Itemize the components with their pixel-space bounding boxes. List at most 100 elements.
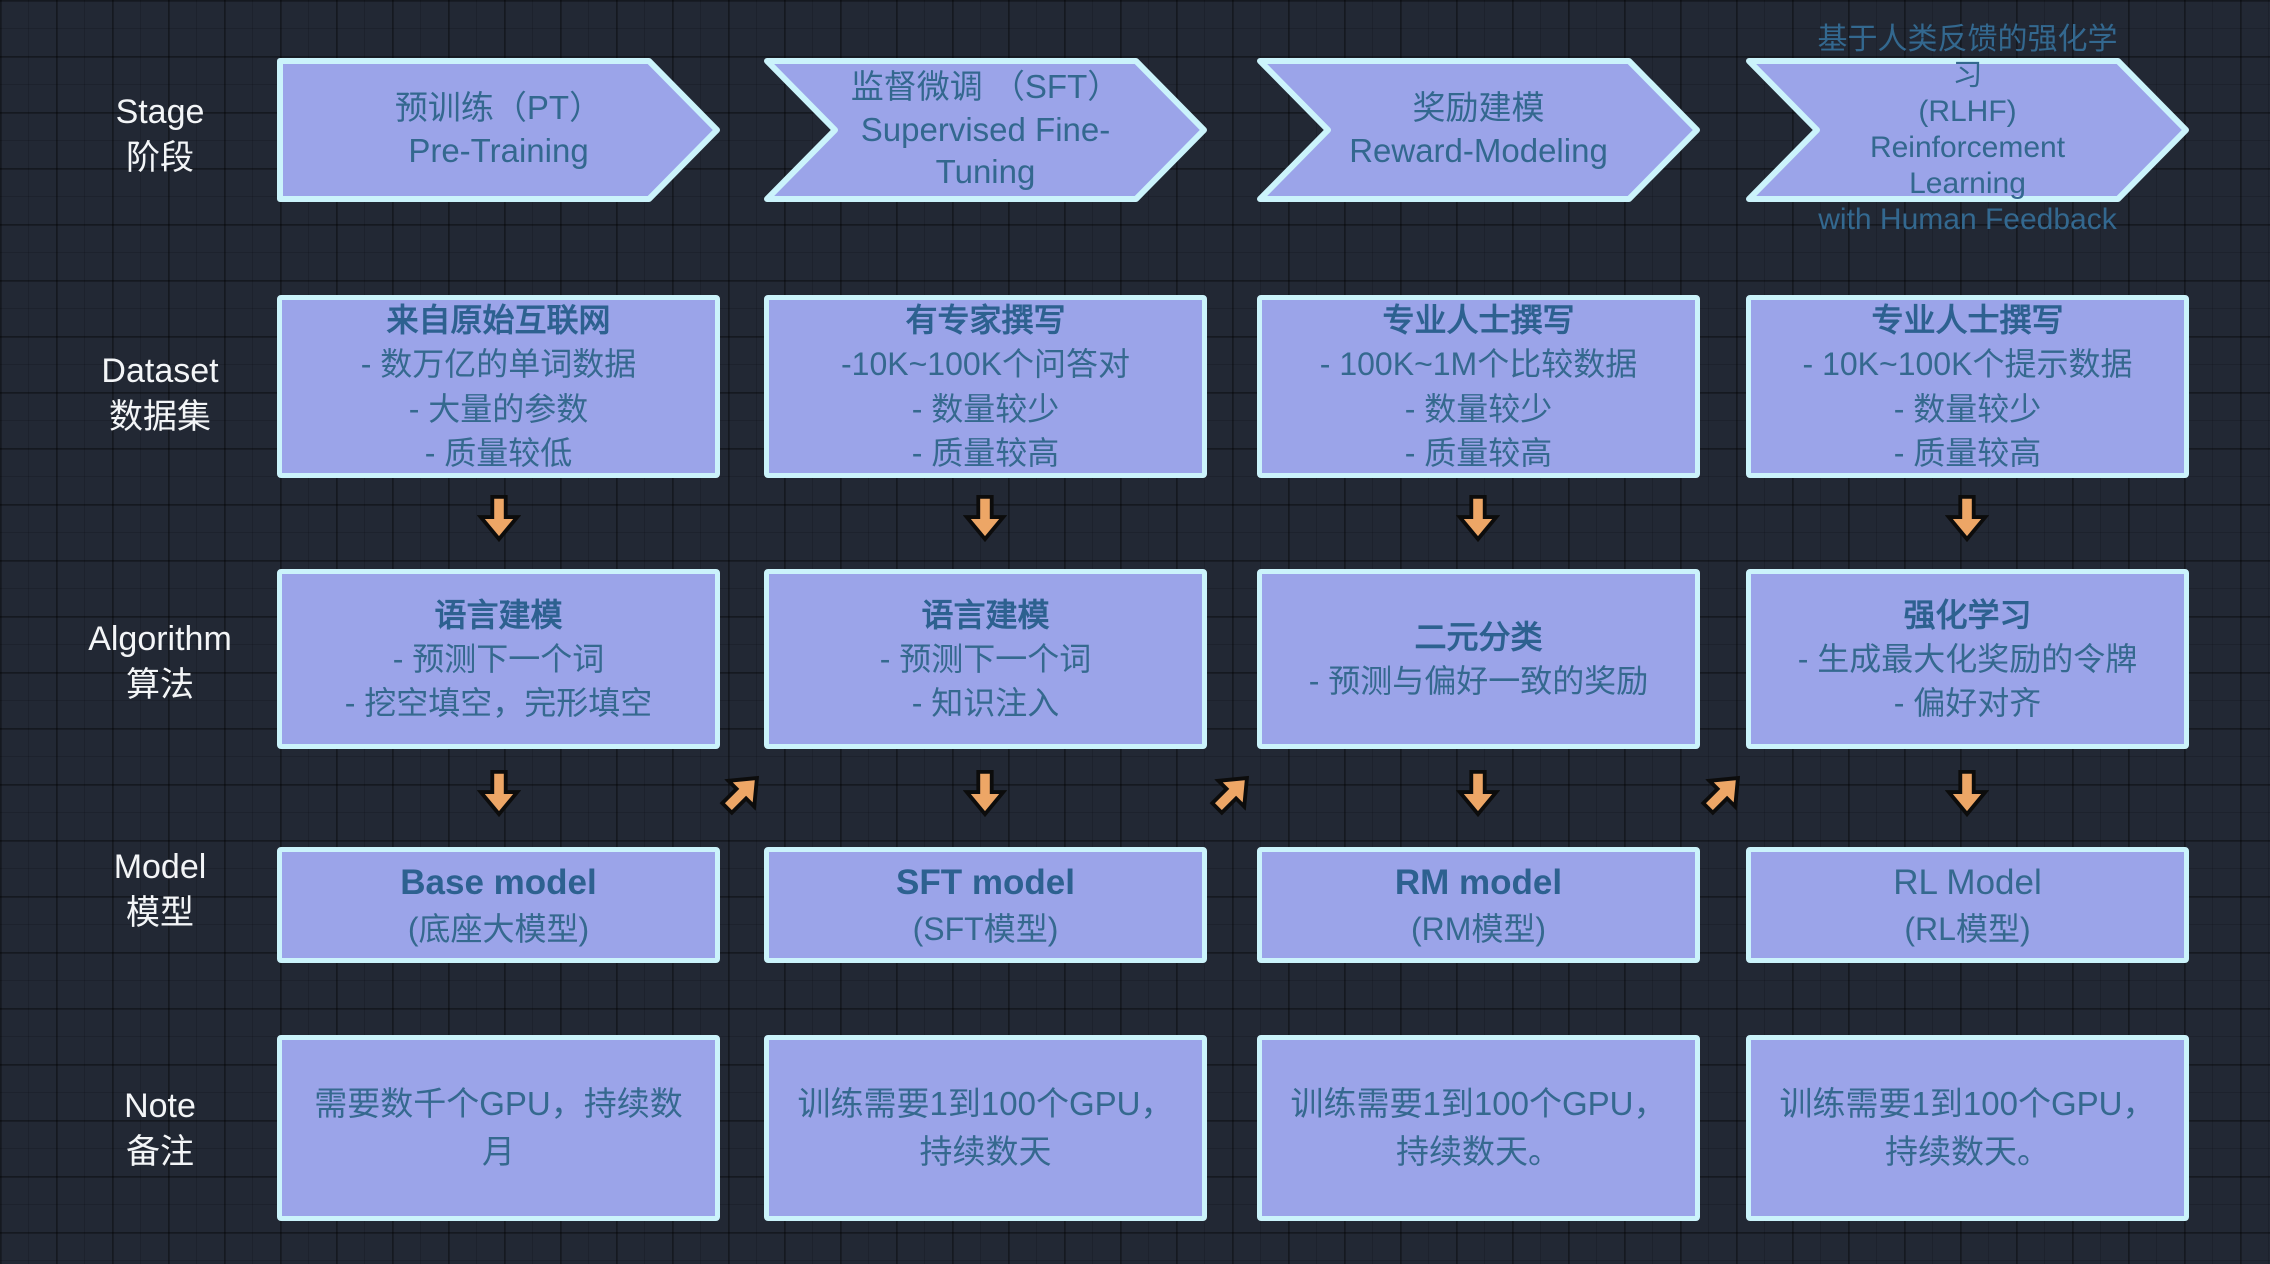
- row-label-stage: Stage 阶段: [20, 90, 300, 182]
- pentagon-arrow-shape: [277, 58, 720, 202]
- note-text: 需要数千个GPU，持续数月: [314, 1085, 683, 1170]
- stage-text-reward-modeling: 奖励建模 Reward-Modeling: [1257, 58, 1700, 202]
- note-box-pretraining: 需要数千个GPU，持续数月: [277, 1035, 720, 1221]
- note-text: 训练需要1到100个GPU，持续数天。: [1779, 1085, 2156, 1170]
- note-box-sft: 训练需要1到100个GPU，持续数天: [764, 1035, 1207, 1221]
- algorithm-item: - 预测下一个词: [392, 640, 605, 677]
- stage-text-pretraining: 预训练（PT） Pre-Training: [277, 58, 720, 202]
- stage-arrow-rlhf: 基于人类反馈的强化学习 (RLHF) Reinforcement Learnin…: [1746, 23, 2189, 236]
- stage-arrow-pretraining: 预训练（PT） Pre-Training: [277, 58, 720, 202]
- note-box-rlhf: 训练需要1到100个GPU，持续数天。: [1746, 1035, 2189, 1221]
- model-box-rl: RL Model (RL模型): [1746, 847, 2189, 963]
- stage-arrow-sft: 监督微调 （SFT） Supervised Fine-Tuning: [764, 58, 1207, 202]
- row-label-algorithm-zh: 算法: [126, 665, 194, 704]
- dataset-item: - 质量较高: [911, 434, 1060, 471]
- down-arrow-icon: [1945, 494, 1989, 542]
- note-text: 训练需要1到100个GPU，持续数天。: [1290, 1085, 1667, 1170]
- model-box-rm: RM model (RM模型): [1257, 847, 1700, 963]
- stage-text-sft: 监督微调 （SFT） Supervised Fine-Tuning: [764, 58, 1207, 202]
- dataset-item: -10K~100K个问答对: [840, 346, 1131, 383]
- row-label-model: Model 模型: [20, 845, 300, 937]
- down-arrow-icon: [1456, 769, 1500, 817]
- stage-line: (RLHF): [1918, 95, 2017, 128]
- model-alias: (底座大模型): [407, 911, 590, 948]
- dataset-item: - 数万亿的单词数据: [360, 346, 637, 383]
- row-label-dataset-en: Dataset: [101, 352, 219, 390]
- dataset-box-rlhf: 专业人士撰写 - 10K~100K个提示数据 - 数量较少 - 质量较高: [1746, 295, 2189, 478]
- row-label-stage-en: Stage: [115, 93, 205, 131]
- row-label-model-zh: 模型: [126, 893, 194, 932]
- row-label-algorithm-en: Algorithm: [88, 620, 232, 658]
- dataset-item: - 质量较高: [1893, 434, 2042, 471]
- dataset-box-reward-modeling: 专业人士撰写 - 100K~1M个比较数据 - 数量较少 - 质量较高: [1257, 295, 1700, 478]
- chevron-arrow-shape: [1257, 58, 1700, 202]
- down-arrow-icon: [963, 769, 1007, 817]
- model-box-sft: SFT model (SFT模型): [764, 847, 1207, 963]
- stage-line: Supervised Fine-Tuning: [860, 110, 1111, 191]
- dataset-item: - 质量较低: [424, 434, 573, 471]
- algorithm-title: 二元分类: [1414, 618, 1543, 655]
- up-right-arrow-icon: [1690, 760, 1755, 825]
- stage-line: 奖励建模: [1412, 89, 1545, 127]
- algorithm-item: - 预测与偏好一致的奖励: [1308, 663, 1649, 699]
- note-text: 训练需要1到100个GPU，持续数天: [797, 1085, 1174, 1170]
- stage-line: Reward-Modeling: [1349, 132, 1608, 169]
- down-arrow-icon: [1456, 494, 1500, 542]
- model-name: SFT model: [896, 862, 1075, 902]
- algorithm-box-sft: 语言建模 - 预测下一个词 - 知识注入: [764, 569, 1207, 749]
- dataset-box-sft: 有专家撰写 -10K~100K个问答对 - 数量较少 - 质量较高: [764, 295, 1207, 478]
- down-arrow-icon: [1945, 769, 1989, 817]
- stage-line: 监督微调 （SFT）: [850, 67, 1121, 105]
- row-label-note-en: Note: [124, 1087, 196, 1125]
- chevron-arrow-shape: [1746, 58, 2189, 202]
- algorithm-title: 强化学习: [1903, 596, 2032, 633]
- algorithm-item: - 挖空填空，完形填空: [344, 685, 653, 722]
- stage-text-rlhf: 基于人类反馈的强化学习 (RLHF) Reinforcement Learnin…: [1746, 23, 2189, 236]
- algorithm-item: - 偏好对齐: [1893, 685, 2042, 722]
- model-alias: (RL模型): [1904, 911, 2031, 948]
- stage-line: with Human Feedback: [1818, 203, 2117, 236]
- model-box-base: Base model (底座大模型): [277, 847, 720, 963]
- row-label-note-zh: 备注: [126, 1132, 194, 1171]
- algorithm-item: - 预测下一个词: [879, 640, 1092, 677]
- dataset-title: 有专家撰写: [905, 302, 1066, 339]
- note-box-reward-modeling: 训练需要1到100个GPU，持续数天。: [1257, 1035, 1700, 1221]
- algorithm-box-pretraining: 语言建模 - 预测下一个词 - 挖空填空，完形填空: [277, 569, 720, 749]
- algorithm-item: - 生成最大化奖励的令牌: [1797, 640, 2138, 677]
- row-label-note: Note 备注: [20, 1084, 300, 1176]
- model-alias: (SFT模型): [912, 911, 1059, 948]
- down-arrow-icon: [963, 494, 1007, 542]
- row-label-model-en: Model: [113, 848, 207, 886]
- algorithm-title: 语言建模: [921, 596, 1050, 633]
- dataset-box-pretraining: 来自原始互联网 - 数万亿的单词数据 - 大量的参数 - 质量较低: [277, 295, 720, 478]
- model-name: RL Model: [1893, 862, 2042, 902]
- dataset-item: - 数量较少: [911, 390, 1060, 427]
- model-alias: (RM模型): [1410, 911, 1547, 948]
- dataset-title: 专业人士撰写: [1382, 302, 1575, 339]
- stage-arrow-reward-modeling: 奖励建模 Reward-Modeling: [1257, 58, 1700, 202]
- dataset-item: - 10K~100K个提示数据: [1802, 346, 2133, 383]
- algorithm-item: - 知识注入: [911, 685, 1060, 722]
- model-name: RM model: [1394, 862, 1563, 902]
- dataset-item: - 数量较少: [1404, 390, 1553, 427]
- model-name: Base model: [400, 862, 597, 902]
- algorithm-box-rlhf: 强化学习 - 生成最大化奖励的令牌 - 偏好对齐: [1746, 569, 2189, 749]
- row-label-dataset-zh: 数据集: [109, 397, 211, 436]
- dataset-title: 来自原始互联网: [386, 302, 611, 339]
- row-label-dataset: Dataset 数据集: [20, 349, 300, 441]
- algorithm-box-reward-modeling: 二元分类 - 预测与偏好一致的奖励: [1257, 569, 1700, 749]
- up-right-arrow-icon: [1199, 760, 1264, 825]
- row-label-algorithm: Algorithm 算法: [20, 617, 300, 709]
- algorithm-title: 语言建模: [434, 596, 563, 633]
- chevron-arrow-shape: [764, 58, 1207, 202]
- down-arrow-icon: [477, 769, 521, 817]
- down-arrow-icon: [477, 494, 521, 542]
- dataset-item: - 质量较高: [1404, 434, 1553, 471]
- dataset-title: 专业人士撰写: [1871, 302, 2064, 339]
- stage-line: 预训练（PT）: [394, 89, 603, 127]
- stage-line: 基于人类反馈的强化学习: [1817, 23, 2118, 92]
- dataset-item: - 大量的参数: [408, 390, 589, 427]
- stage-line: Reinforcement Learning: [1869, 131, 2066, 200]
- dataset-item: - 数量较少: [1893, 390, 2042, 427]
- stage-line: Pre-Training: [408, 132, 589, 169]
